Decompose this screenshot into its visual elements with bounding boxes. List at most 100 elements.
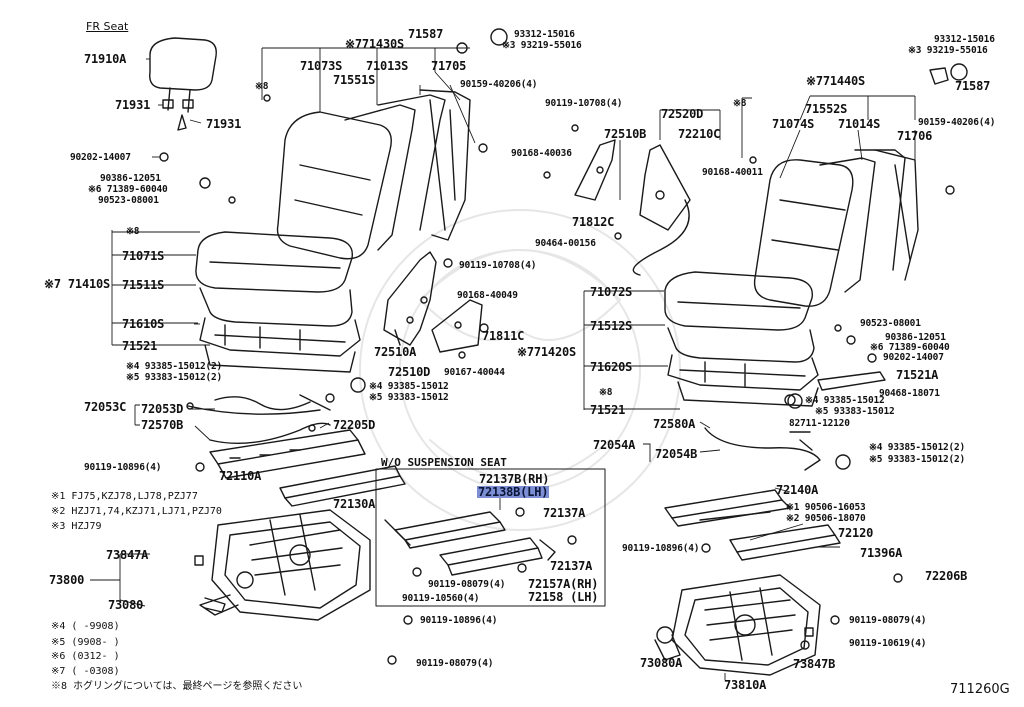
part-label-72206B[interactable]: 72206B <box>925 569 968 583</box>
part-label-71073S[interactable]: 71073S <box>300 59 343 73</box>
part-label-72110A[interactable]: 72110A <box>219 469 262 483</box>
part-label-90119-08079-b[interactable]: 90119-08079(4) <box>849 615 927 626</box>
part-label-72137B[interactable]: 72137B(RH) <box>479 472 550 486</box>
part-label-90523-08001[interactable]: 90523-08001 <box>98 195 159 206</box>
part-label-71587[interactable]: 71587 <box>408 27 444 41</box>
part-label-71389-60040-b[interactable]: ※6 71389-60040 <box>870 342 950 353</box>
part-label-71071S[interactable]: 71071S <box>122 249 165 263</box>
part-label-71014S[interactable]: 71014S <box>838 117 881 131</box>
part-label-93385-15012-a[interactable]: ※4 93385-15012(2) <box>126 361 223 372</box>
part-label-72120[interactable]: 72120 <box>838 526 874 540</box>
part-label-73080A[interactable]: 73080A <box>640 656 683 670</box>
part-label-72138B-highlighted[interactable]: 72138B(LH) <box>477 485 550 499</box>
part-label-71910A[interactable]: 71910A <box>84 52 127 66</box>
part-label-71812C[interactable]: 71812C <box>572 215 615 229</box>
part-label-71551S[interactable]: 71551S <box>333 73 376 87</box>
part-label-72570B[interactable]: 72570B <box>141 418 184 432</box>
part-label-72054A[interactable]: 72054A <box>593 438 636 452</box>
part-label-90119-10708-a[interactable]: 90119-10708(4) <box>459 260 537 271</box>
part-label-71430S[interactable]: ※771430S <box>345 37 405 51</box>
part-label-72054B[interactable]: 72054B <box>655 447 698 461</box>
part-label-93385-15012-c[interactable]: ※4 93385-15012 <box>805 395 885 406</box>
part-label-90119-08079-c[interactable]: 90119-08079(4) <box>416 658 494 669</box>
part-label-73080[interactable]: 73080 <box>108 598 144 612</box>
part-label-93383-15012-d[interactable]: ※5 93383-15012(2) <box>869 454 966 465</box>
part-label-90464-00156[interactable]: 90464-00156 <box>535 238 596 249</box>
part-label-71072S[interactable]: 71072S <box>590 285 633 299</box>
part-label-71811C[interactable]: 71811C <box>482 329 525 343</box>
part-label-73800[interactable]: 73800 <box>49 573 85 587</box>
part-label-72137A-a[interactable]: 72137A <box>543 506 586 520</box>
part-label-71587-b[interactable]: 71587 <box>955 79 991 93</box>
part-label-90506-16053[interactable]: ※1 90506-16053 <box>786 502 866 513</box>
part-label-93219-55016-b[interactable]: ※3 93219-55016 <box>908 45 988 56</box>
part-label-72205D[interactable]: 72205D <box>333 418 376 432</box>
part-label-71512S[interactable]: 71512S <box>590 319 633 333</box>
part-label-90119-10896-a[interactable]: 90119-10896(4) <box>84 462 162 473</box>
part-label-90119-08079-a[interactable]: 90119-08079(4) <box>428 579 506 590</box>
part-label-93312-15016[interactable]: 93312-15016 <box>514 29 575 40</box>
part-label-93383-15012-b[interactable]: ※5 93383-15012 <box>369 392 449 403</box>
part-label-93385-15012-d[interactable]: ※4 93385-15012(2) <box>869 442 966 453</box>
part-label-93312-15016-b[interactable]: 93312-15016 <box>934 34 995 45</box>
part-label-72053D[interactable]: 72053D <box>141 402 184 416</box>
part-label-90159-40206[interactable]: 90159-40206(4) <box>460 79 538 90</box>
part-label-90386-12051-b[interactable]: 90386-12051 <box>885 332 946 343</box>
part-label-71521A[interactable]: 71521A <box>896 368 939 382</box>
part-label-93219-55016[interactable]: ※3 93219-55016 <box>502 40 582 51</box>
part-label-71521-b[interactable]: 71521 <box>590 403 626 417</box>
part-label-90386-12051[interactable]: 90386-12051 <box>100 173 161 184</box>
part-label-72580A[interactable]: 72580A <box>653 417 696 431</box>
inset-title: W/O SUSPENSION SEAT <box>381 456 507 469</box>
part-label-90523-08001-b[interactable]: 90523-08001 <box>860 318 921 329</box>
part-label-72520D[interactable]: 72520D <box>661 107 704 121</box>
part-label-72510B[interactable]: 72510B <box>604 127 647 141</box>
part-label-71074S[interactable]: 71074S <box>772 117 815 131</box>
part-label-90119-10560[interactable]: 90119-10560(4) <box>402 593 480 604</box>
part-label-71931-b[interactable]: 71931 <box>206 117 242 131</box>
part-label-93383-15012-a[interactable]: ※5 93383-15012(2) <box>126 372 223 383</box>
part-label-72158[interactable]: 72158 (LH) <box>528 590 599 604</box>
part-label-90168-40011[interactable]: 90168-40011 <box>702 167 763 178</box>
part-label-90119-10896-c[interactable]: 90119-10896(4) <box>420 615 498 626</box>
part-label-72210C[interactable]: 72210C <box>678 127 721 141</box>
part-label-71511S[interactable]: 71511S <box>122 278 165 292</box>
part-label-71521[interactable]: 71521 <box>122 339 158 353</box>
part-label-90168-40036[interactable]: 90168-40036 <box>511 148 572 159</box>
part-label-71552S[interactable]: 71552S <box>805 102 848 116</box>
part-label-72510A[interactable]: 72510A <box>374 345 417 359</box>
part-label-90168-40049[interactable]: 90168-40049 <box>457 290 518 301</box>
part-label-90159-40206-b[interactable]: 90159-40206(4) <box>918 117 996 128</box>
part-label-71705[interactable]: 71705 <box>431 59 467 73</box>
part-label-71013S[interactable]: 71013S <box>366 59 409 73</box>
part-label-71410S[interactable]: ※7 71410S <box>44 277 111 291</box>
part-label-71931-a[interactable]: 71931 <box>115 98 151 112</box>
part-label-71610S[interactable]: 71610S <box>122 317 165 331</box>
part-label-93385-15012-b[interactable]: ※4 93385-15012 <box>369 381 449 392</box>
part-label-71440S[interactable]: ※771440S <box>806 74 866 88</box>
part-label-71620S[interactable]: 71620S <box>590 360 633 374</box>
part-label-72510D[interactable]: 72510D <box>388 365 431 379</box>
part-label-73847B[interactable]: 73847B <box>793 657 836 671</box>
part-label-73810A[interactable]: 73810A <box>724 678 767 692</box>
part-label-72130A[interactable]: 72130A <box>333 497 376 511</box>
part-label-71396A[interactable]: 71396A <box>860 546 903 560</box>
part-label-90119-10708-b[interactable]: 90119-10708(4) <box>545 98 623 109</box>
part-label-90119-10896-b[interactable]: 90119-10896(4) <box>622 543 700 554</box>
part-label-72053C[interactable]: 72053C <box>84 400 127 414</box>
part-label-72140A[interactable]: 72140A <box>776 483 819 497</box>
part-label-93383-15012-c[interactable]: ※5 93383-15012 <box>815 406 895 417</box>
part-label-72157A[interactable]: 72157A(RH) <box>528 577 599 591</box>
part-label-90167-40044[interactable]: 90167-40044 <box>444 367 505 378</box>
part-label-90202-14007-b[interactable]: 90202-14007 <box>883 352 944 363</box>
part-label-71389-60040[interactable]: ※6 71389-60040 <box>88 184 168 195</box>
part-label-82711-12120[interactable]: 82711-12120 <box>789 418 850 429</box>
part-label-71420S[interactable]: ※771420S <box>517 345 577 359</box>
part-label-73847A[interactable]: 73847A <box>106 548 149 562</box>
part-label-90468-18071[interactable]: 90468-18071 <box>879 388 940 399</box>
part-label-90506-18070[interactable]: ※2 90506-18070 <box>786 513 866 524</box>
part-label-90119-10619[interactable]: 90119-10619(4) <box>849 638 927 649</box>
part-label-72137A-b[interactable]: 72137A <box>550 559 593 573</box>
part-label-71706[interactable]: 71706 <box>897 129 933 143</box>
part-label-90202-14007[interactable]: 90202-14007 <box>70 152 131 163</box>
